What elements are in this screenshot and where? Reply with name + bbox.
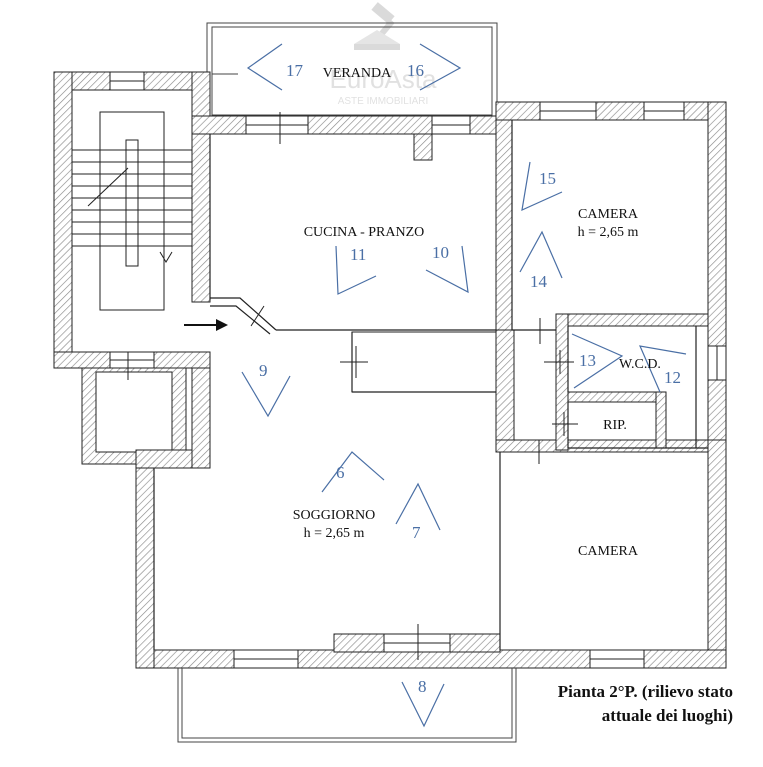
room-label-veranda: VERANDA xyxy=(323,66,392,81)
camera-view-12-icon xyxy=(639,345,687,393)
staircase xyxy=(72,111,192,311)
entry-arrow-icon xyxy=(184,319,228,331)
room-label-cucina-pranzo: CUCINA - PRANZO xyxy=(304,225,425,240)
marker-11: 11 xyxy=(350,245,366,264)
watermark-brand: EuroAsta xyxy=(330,64,437,94)
plan-caption: Pianta 2°P. (rilievo stato attuale dei l… xyxy=(558,680,733,728)
room-height-camera-top: h = 2,65 m xyxy=(578,225,639,240)
camera-view-14-icon xyxy=(519,230,563,279)
marker-16: 16 xyxy=(407,61,424,80)
room-labels: VERANDA CUCINA - PRANZO CAMERA h = 2,65 … xyxy=(293,66,661,559)
marker-10: 10 xyxy=(432,243,449,262)
room-label-wcd: W.C.D. xyxy=(619,357,661,372)
euroasta-watermark-logo: EuroAsta ASTE IMMOBILIARI xyxy=(330,2,437,107)
caption-line-2: attuale dei luoghi) xyxy=(601,706,733,725)
camera-view-7-icon xyxy=(395,482,441,531)
windows xyxy=(109,71,727,669)
camera-view-markers xyxy=(241,43,687,728)
marker-14: 14 xyxy=(530,272,548,291)
marker-8: 8 xyxy=(418,677,427,696)
camera-view-9-icon xyxy=(241,371,291,418)
marker-13: 13 xyxy=(579,351,596,370)
room-label-soggiorno: SOGGIORNO xyxy=(293,508,375,523)
camera-view-8-icon xyxy=(401,681,445,728)
gavel-icon xyxy=(354,2,400,50)
room-label-camera-bottom: CAMERA xyxy=(578,544,639,559)
marker-15: 15 xyxy=(539,169,556,188)
camera-view-10-icon xyxy=(425,245,469,294)
camera-view-13-icon xyxy=(571,333,624,389)
camera-view-6-icon xyxy=(321,451,385,493)
caption-line-1: Pianta 2°P. (rilievo stato xyxy=(557,682,733,701)
camera-view-11-icon xyxy=(335,245,377,295)
balcony xyxy=(177,668,517,743)
marker-9: 9 xyxy=(259,361,268,380)
marker-7: 7 xyxy=(412,523,421,542)
door-marks xyxy=(127,112,578,660)
camera-view-15-icon xyxy=(521,161,563,212)
room-label-rip: RIP. xyxy=(603,418,627,433)
watermark-subtitle: ASTE IMMOBILIARI xyxy=(338,96,429,107)
room-height-soggiorno: h = 2,65 m xyxy=(304,526,365,541)
room-label-camera-top: CAMERA xyxy=(578,207,639,222)
marker-12: 12 xyxy=(664,368,681,387)
camera-view-16-icon xyxy=(419,43,462,91)
marker-6: 6 xyxy=(336,463,345,482)
camera-view-numbers: 17 16 15 14 11 10 13 12 9 6 7 8 xyxy=(259,61,681,696)
marker-17: 17 xyxy=(286,61,304,80)
camera-view-17-icon xyxy=(246,43,283,91)
